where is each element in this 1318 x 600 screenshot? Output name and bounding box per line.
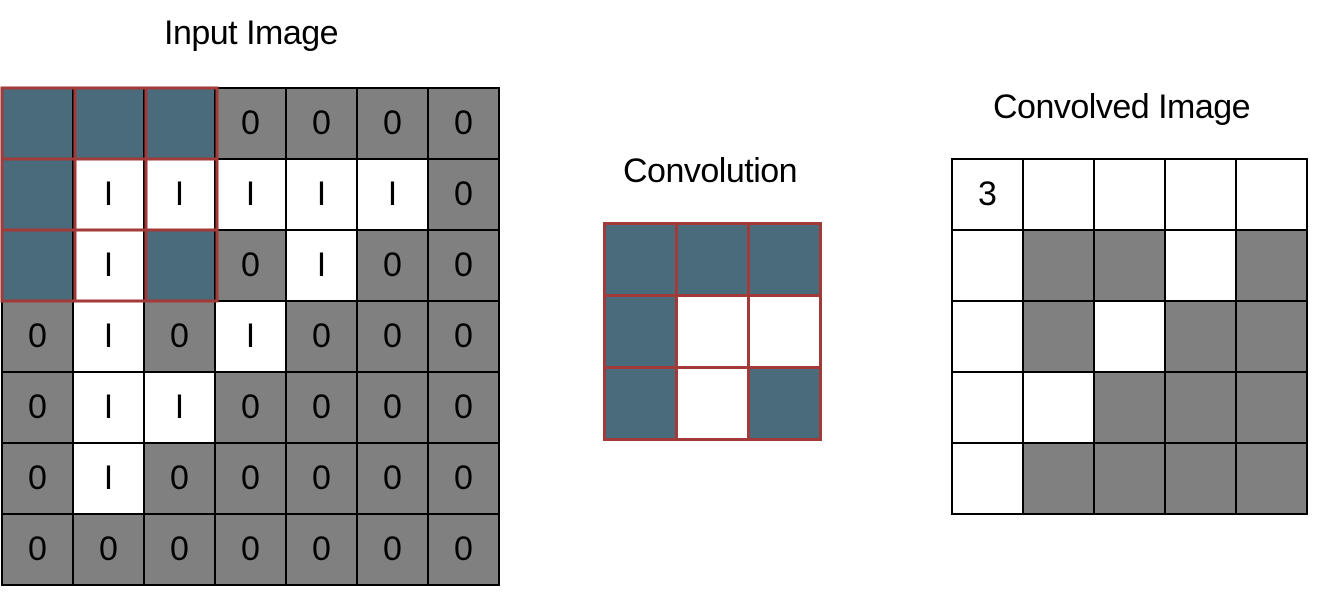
output-cell-r0-c2 xyxy=(1095,160,1166,231)
input-cell-r1-c6: 0 xyxy=(429,160,500,231)
input-cell-r5-c1: I xyxy=(74,444,145,515)
kernel-cell-r1-c1 xyxy=(678,297,750,369)
input-cell-r6-c2: 0 xyxy=(145,515,216,586)
input-image-title: Input Image xyxy=(164,14,339,52)
input-cell-r6-c6: 0 xyxy=(429,515,500,586)
input-cell-r6-c0: 0 xyxy=(3,515,74,586)
input-cell-r1-c3: I xyxy=(216,160,287,231)
kernel-cell-r2-c1 xyxy=(678,369,750,441)
output-cell-r4-c3 xyxy=(1166,444,1237,515)
input-cell-r0-c6: 0 xyxy=(429,89,500,160)
input-cell-r2-c6: 0 xyxy=(429,231,500,302)
output-cell-r3-c4 xyxy=(1237,373,1308,444)
input-cell-r0-c4: 0 xyxy=(287,89,358,160)
input-cell-r2-c1: I xyxy=(74,231,145,302)
kernel-cell-r1-c0 xyxy=(606,297,678,369)
output-cell-r2-c1 xyxy=(1024,302,1095,373)
output-cell-r2-c0 xyxy=(953,302,1024,373)
input-cell-r3-c2: 0 xyxy=(145,302,216,373)
input-cell-r5-c2: 0 xyxy=(145,444,216,515)
output-cell-r4-c2 xyxy=(1095,444,1166,515)
input-cell-r1-c0 xyxy=(3,160,74,231)
output-cell-r2-c3 xyxy=(1166,302,1237,373)
convolution-title: Convolution xyxy=(623,152,798,190)
input-cell-r4-c4: 0 xyxy=(287,373,358,444)
output-cell-r1-c2 xyxy=(1095,231,1166,302)
output-cell-r3-c2 xyxy=(1095,373,1166,444)
input-cell-r0-c5: 0 xyxy=(358,89,429,160)
input-cell-r2-c3: 0 xyxy=(216,231,287,302)
output-cell-r3-c1 xyxy=(1024,373,1095,444)
output-cell-r0-c4 xyxy=(1237,160,1308,231)
input-cell-r5-c4: 0 xyxy=(287,444,358,515)
output-cell-r1-c3 xyxy=(1166,231,1237,302)
input-cell-r6-c3: 0 xyxy=(216,515,287,586)
input-cell-r3-c5: 0 xyxy=(358,302,429,373)
input-cell-r3-c1: I xyxy=(74,302,145,373)
kernel-cell-r1-c2 xyxy=(750,297,822,369)
input-cell-r4-c6: 0 xyxy=(429,373,500,444)
kernel-cell-r0-c2 xyxy=(750,225,822,297)
input-cell-r4-c3: 0 xyxy=(216,373,287,444)
input-cell-r6-c5: 0 xyxy=(358,515,429,586)
kernel-cell-r0-c0 xyxy=(606,225,678,297)
input-cell-r1-c2: I xyxy=(145,160,216,231)
input-cell-r4-c2: I xyxy=(145,373,216,444)
output-cell-r0-c3 xyxy=(1166,160,1237,231)
output-cell-r1-c4 xyxy=(1237,231,1308,302)
input-cell-r2-c4: I xyxy=(287,231,358,302)
output-cell-r4-c0 xyxy=(953,444,1024,515)
output-cell-r1-c0 xyxy=(953,231,1024,302)
convolved-image-title: Convolved Image xyxy=(993,88,1251,126)
input-cell-r2-c5: 0 xyxy=(358,231,429,302)
input-cell-r0-c2 xyxy=(145,89,216,160)
input-cell-r5-c5: 0 xyxy=(358,444,429,515)
input-cell-r1-c1: I xyxy=(74,160,145,231)
convolved-image-grid: 3 xyxy=(951,158,1308,515)
output-cell-r0-c0: 3 xyxy=(953,160,1024,231)
input-cell-r1-c5: I xyxy=(358,160,429,231)
output-cell-r1-c1 xyxy=(1024,231,1095,302)
input-cell-r3-c3: I xyxy=(216,302,287,373)
input-cell-r4-c0: 0 xyxy=(3,373,74,444)
input-cell-r5-c0: 0 xyxy=(3,444,74,515)
output-cell-r4-c4 xyxy=(1237,444,1308,515)
output-cell-r3-c3 xyxy=(1166,373,1237,444)
output-cell-r2-c4 xyxy=(1237,302,1308,373)
input-cell-r5-c3: 0 xyxy=(216,444,287,515)
input-cell-r6-c4: 0 xyxy=(287,515,358,586)
input-cell-r2-c0 xyxy=(3,231,74,302)
input-cell-r0-c0 xyxy=(3,89,74,160)
kernel-cell-r2-c0 xyxy=(606,369,678,441)
convolution-kernel-grid xyxy=(603,222,822,441)
input-cell-r3-c0: 0 xyxy=(3,302,74,373)
input-cell-r0-c1 xyxy=(74,89,145,160)
output-cell-r0-c1 xyxy=(1024,160,1095,231)
output-cell-r3-c0 xyxy=(953,373,1024,444)
kernel-cell-r0-c1 xyxy=(678,225,750,297)
input-cell-r0-c3: 0 xyxy=(216,89,287,160)
output-cell-r2-c2 xyxy=(1095,302,1166,373)
input-cell-r1-c4: I xyxy=(287,160,358,231)
input-cell-r3-c6: 0 xyxy=(429,302,500,373)
input-cell-r3-c4: 0 xyxy=(287,302,358,373)
input-cell-r5-c6: 0 xyxy=(429,444,500,515)
input-cell-r6-c1: 0 xyxy=(74,515,145,586)
output-cell-r4-c1 xyxy=(1024,444,1095,515)
input-cell-r2-c2 xyxy=(145,231,216,302)
kernel-cell-r2-c2 xyxy=(750,369,822,441)
input-cell-r4-c5: 0 xyxy=(358,373,429,444)
input-cell-r4-c1: I xyxy=(74,373,145,444)
